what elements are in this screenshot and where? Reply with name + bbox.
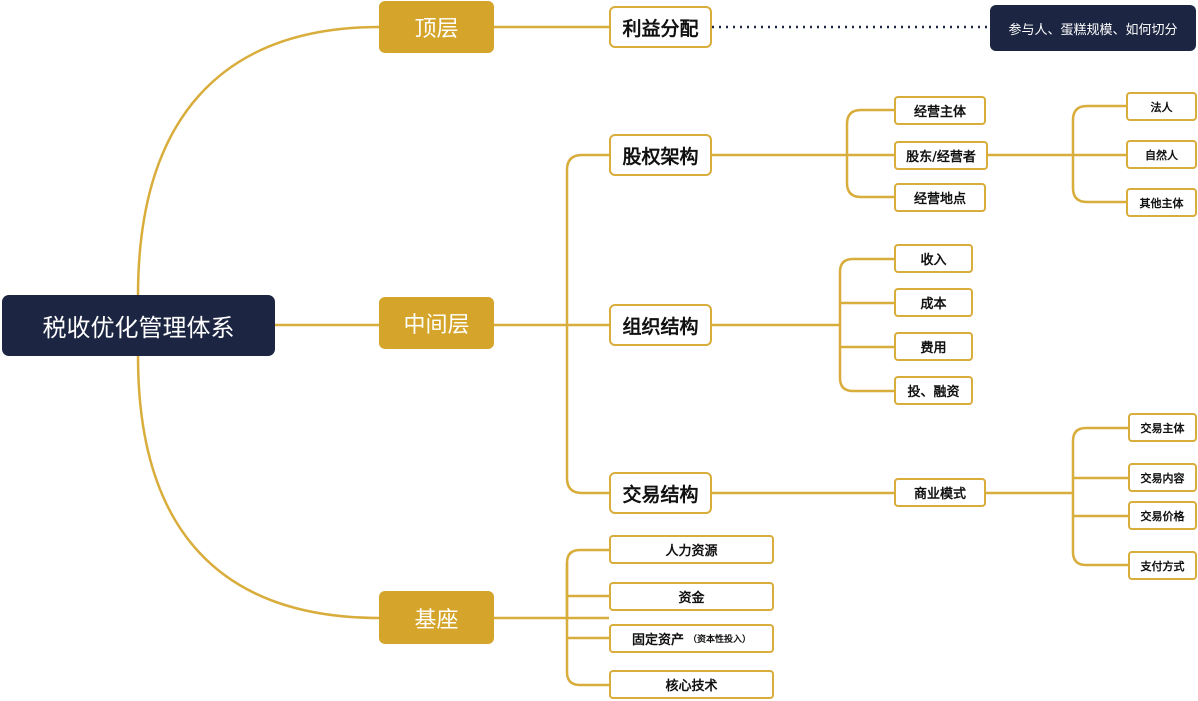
node-trade-subject: 交易主体 [1128, 413, 1197, 442]
link-middle-equity [565, 153, 609, 325]
node-shareholder: 股东/经营者 [894, 141, 988, 170]
node-middle-layer: 中间层 [379, 297, 494, 349]
investment-financing-label: 投、融资 [907, 385, 960, 400]
node-core-technology: 核心技术 [609, 670, 774, 699]
equity-structure-label: 股权架构 [622, 145, 699, 168]
node-base-layer: 基座 [379, 591, 494, 644]
node-expense: 费用 [894, 332, 973, 361]
business-place-label: 经营地点 [913, 192, 966, 207]
trade-subject-label: 交易主体 [1140, 421, 1185, 435]
link-base-hr [565, 548, 609, 618]
node-cost: 成本 [894, 288, 973, 317]
fixed-assets-note: （资本性投入） [688, 635, 752, 645]
node-top-layer: 顶层 [379, 1, 494, 53]
node-trade-price: 交易价格 [1128, 501, 1197, 530]
link-org-invest [838, 377, 894, 393]
fixed-assets-label: 固定资产 [631, 633, 684, 648]
middle-layer-label: 中间层 [403, 313, 470, 338]
root-node: 税收优化管理体系 [2, 295, 275, 356]
node-human-resources: 人力资源 [609, 535, 774, 564]
node-equity-structure: 股权架构 [609, 134, 712, 176]
org-structure-label: 组织结构 [622, 315, 699, 338]
node-income: 收入 [894, 244, 973, 273]
shareholder-label: 股东/经营者 [906, 150, 976, 165]
link-middle-trade [565, 325, 609, 495]
node-legal-person: 法人 [1126, 92, 1197, 121]
core-technology-label: 核心技术 [665, 679, 718, 694]
node-business-entity: 经营主体 [894, 96, 986, 125]
node-benefit-distribution: 利益分配 [609, 6, 712, 48]
human-resources-label: 人力资源 [665, 544, 718, 559]
funds-label: 资金 [678, 591, 705, 606]
link-base-tech [565, 671, 609, 687]
business-entity-label: 经营主体 [913, 105, 966, 120]
natural-person-label: 自然人 [1145, 148, 1178, 162]
root-label: 税收优化管理体系 [42, 314, 235, 342]
node-funds: 资金 [609, 582, 774, 611]
node-fixed-assets: 固定资产 （资本性投入） [609, 624, 774, 653]
cost-label: 成本 [920, 297, 947, 312]
trade-structure-label: 交易结构 [622, 483, 699, 506]
business-model-label: 商业模式 [913, 487, 966, 502]
trade-price-label: 交易价格 [1140, 509, 1185, 523]
note-benefit: 参与人、蛋糕规模、如何切分 [990, 5, 1196, 51]
note-benefit-label: 参与人、蛋糕规模、如何切分 [1008, 22, 1178, 38]
link-equity-entity [845, 108, 894, 155]
link-model-subject [1071, 426, 1128, 442]
legal-person-label: 法人 [1150, 100, 1173, 114]
link-model-payment [1071, 551, 1128, 567]
trade-content-label: 交易内容 [1140, 471, 1185, 485]
link-holder-other [1071, 155, 1126, 204]
node-business-place: 经营地点 [894, 183, 986, 212]
node-org-structure: 组织结构 [609, 304, 712, 346]
node-payment-method: 支付方式 [1128, 551, 1197, 580]
link-org-income [838, 257, 894, 273]
top-layer-label: 顶层 [414, 17, 459, 42]
link-holder-legal [1071, 104, 1126, 155]
other-entity-label: 其他主体 [1139, 196, 1184, 210]
node-natural-person: 自然人 [1126, 140, 1197, 169]
link-root-base [136, 355, 381, 620]
base-layer-label: 基座 [414, 607, 459, 633]
node-other-entity: 其他主体 [1126, 188, 1197, 217]
node-investment-financing: 投、融资 [894, 376, 973, 405]
node-business-model: 商业模式 [894, 478, 986, 507]
expense-label: 费用 [920, 341, 947, 356]
node-trade-structure: 交易结构 [609, 472, 712, 514]
payment-method-label: 支付方式 [1140, 559, 1185, 573]
income-label: 收入 [920, 253, 947, 268]
node-trade-content: 交易内容 [1128, 463, 1197, 492]
benefit-distribution-label: 利益分配 [622, 17, 699, 40]
link-root-top [136, 25, 381, 297]
link-equity-place [845, 155, 894, 199]
